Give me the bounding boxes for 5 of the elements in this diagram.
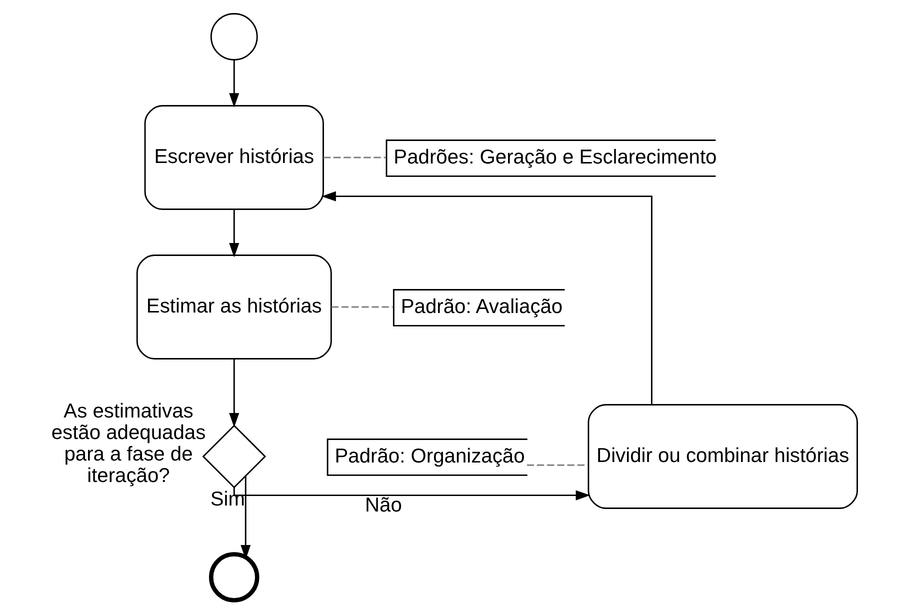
- node-text: Padrões: Geração e Esclarecimento: [394, 146, 717, 169]
- node-label: As estimativas estão adequadas para a fase de iteração?: [51, 400, 206, 487]
- edge-label: Não: [364, 494, 402, 516]
- node-text: Padrão: Avaliação: [400, 296, 563, 318]
- node-text: Padrão: Organização: [334, 446, 525, 468]
